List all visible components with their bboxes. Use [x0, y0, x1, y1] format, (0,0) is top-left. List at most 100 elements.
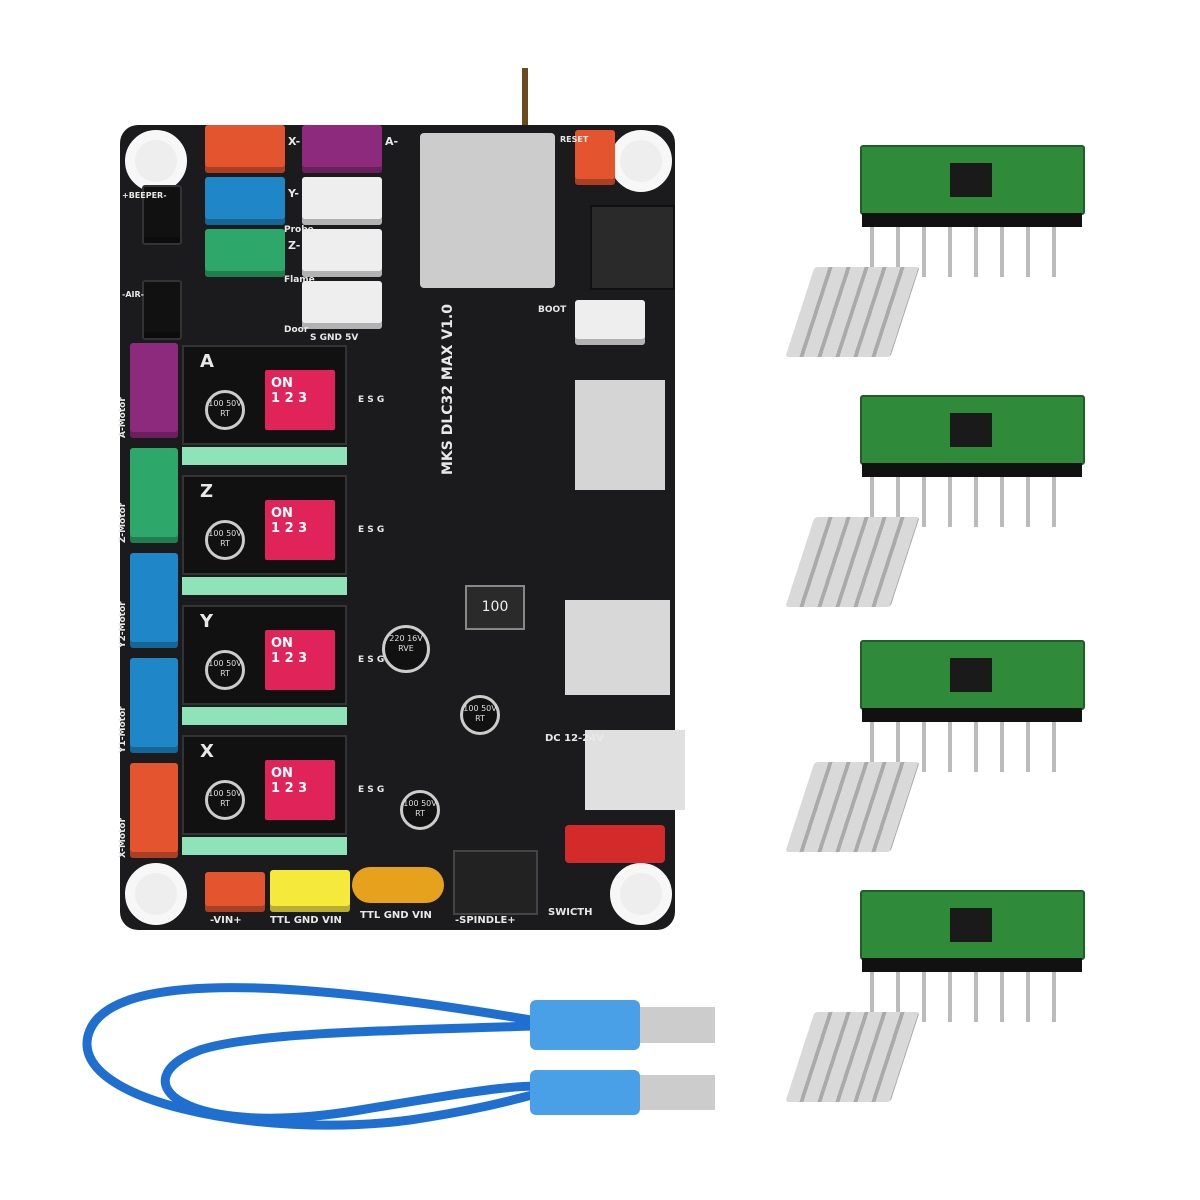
aux-connector [575, 300, 645, 345]
dip-on-label: ON [271, 376, 293, 391]
motor-connector [130, 763, 178, 858]
heatsink [785, 762, 920, 852]
spindle-terminal [453, 850, 538, 915]
pin-header [182, 837, 347, 855]
dip-numbers: 1 2 3 [271, 651, 308, 666]
z-limit-label: Z- [288, 239, 301, 252]
capacitor: 100 50V RT [460, 695, 500, 735]
motor-label: Y1-Motor [118, 706, 128, 753]
antenna [522, 68, 528, 138]
heatsink [785, 267, 920, 357]
board-model-label: MKS DLC32 MAX V1.0 [440, 304, 456, 475]
vin-label: -VIN+ [210, 915, 242, 926]
capacitor: 100 50V RT [400, 790, 440, 830]
dip-on-label: ON [271, 766, 293, 781]
stepper-driver-module [860, 145, 1085, 277]
heatsink [785, 1012, 920, 1102]
air-label: -AIR- [122, 290, 144, 299]
door-connector [302, 281, 382, 329]
axis-label: Z [200, 481, 214, 502]
usb-b-port [565, 600, 670, 695]
boot-label: BOOT [538, 305, 567, 315]
capacitor: 100 50V RT [205, 650, 245, 690]
dc-jack [585, 730, 685, 810]
motor-label: A-Motor [118, 397, 128, 438]
sensor-pins-label: S GND 5V [310, 333, 359, 343]
mount-hole [125, 130, 187, 192]
mount-hole [610, 130, 672, 192]
vin-connector [205, 872, 265, 912]
motor-connector [130, 343, 178, 438]
stepper-driver-module [860, 395, 1085, 527]
reset-connector [575, 130, 615, 185]
driver-chip [950, 908, 992, 942]
x-limit-connector [205, 125, 285, 173]
driver-pins-label: E S G [358, 785, 385, 795]
dip-numbers: 1 2 3 [271, 391, 308, 406]
y-limit-label: Y- [288, 187, 299, 200]
axis-label: A [200, 351, 214, 372]
usb-cable [82, 983, 715, 1130]
dip-on-label: ON [271, 506, 293, 521]
sd-card-slot [575, 380, 665, 490]
z-limit-connector [205, 229, 285, 277]
driver-pins-label: E S G [358, 395, 385, 405]
heatsink [785, 517, 920, 607]
capacitor: 220 16V RVE [382, 625, 430, 673]
usb-a-plug [530, 1070, 640, 1115]
probe-connector [302, 177, 382, 225]
stepper-driver-module [860, 890, 1085, 1022]
ttl-connector [270, 870, 350, 912]
motor-label: Y2-Motor [118, 601, 128, 648]
pin-header [182, 447, 347, 465]
beeper-connector [142, 185, 182, 245]
dip-on-label: ON [271, 636, 293, 651]
ethernet-jack [590, 205, 675, 290]
driver-chip [950, 413, 992, 447]
motor-connector [130, 658, 178, 753]
spindle-label: -SPINDLE+ [455, 915, 516, 926]
flame-connector [302, 229, 382, 277]
beeper-label: +BEEPER- [122, 191, 167, 200]
air-connector [142, 280, 182, 340]
motor-label: Z-Motor [118, 502, 128, 543]
motor-label: X-Motor [118, 817, 128, 858]
mount-hole [125, 863, 187, 925]
reset-label: RESET [560, 135, 589, 144]
mount-hole [610, 863, 672, 925]
capacitor: 100 50V RT [205, 780, 245, 820]
capacitor: 100 50V RT [205, 520, 245, 560]
ttl-label: TTL GND VIN [270, 915, 342, 926]
ttl-label-2: TTL GND VIN [360, 910, 432, 921]
axis-label: X [200, 741, 214, 762]
motor-connector [130, 448, 178, 543]
dip-numbers: 1 2 3 [271, 521, 308, 536]
door-label: Door [284, 325, 309, 335]
y-limit-connector [205, 177, 285, 225]
x-limit-label: X- [288, 135, 301, 148]
controller-board: X- Y- Z- A- Probe Flame Door S GND 5V +B… [118, 125, 685, 930]
pin-header [182, 577, 347, 595]
esp32-module [420, 133, 555, 288]
axis-label: Y [200, 611, 214, 632]
usb-b-plug [530, 1000, 640, 1050]
a-limit-connector [302, 125, 382, 173]
capacitor: 100 50V RT [205, 390, 245, 430]
xt-connector [352, 867, 444, 903]
driver-pins-label: E S G [358, 655, 385, 665]
flame-label: Flame [284, 275, 315, 285]
driver-pins-label: E S G [358, 525, 385, 535]
driver-chip [950, 163, 992, 197]
probe-label: Probe [284, 225, 314, 235]
driver-chip [950, 658, 992, 692]
switch-label: SWICTH [548, 907, 593, 918]
inductor: 100 [465, 585, 525, 630]
dip-numbers: 1 2 3 [271, 781, 308, 796]
a-limit-label: A- [385, 135, 399, 148]
dc-label: DC 12-24V [545, 733, 604, 744]
stepper-driver-module [860, 640, 1085, 772]
